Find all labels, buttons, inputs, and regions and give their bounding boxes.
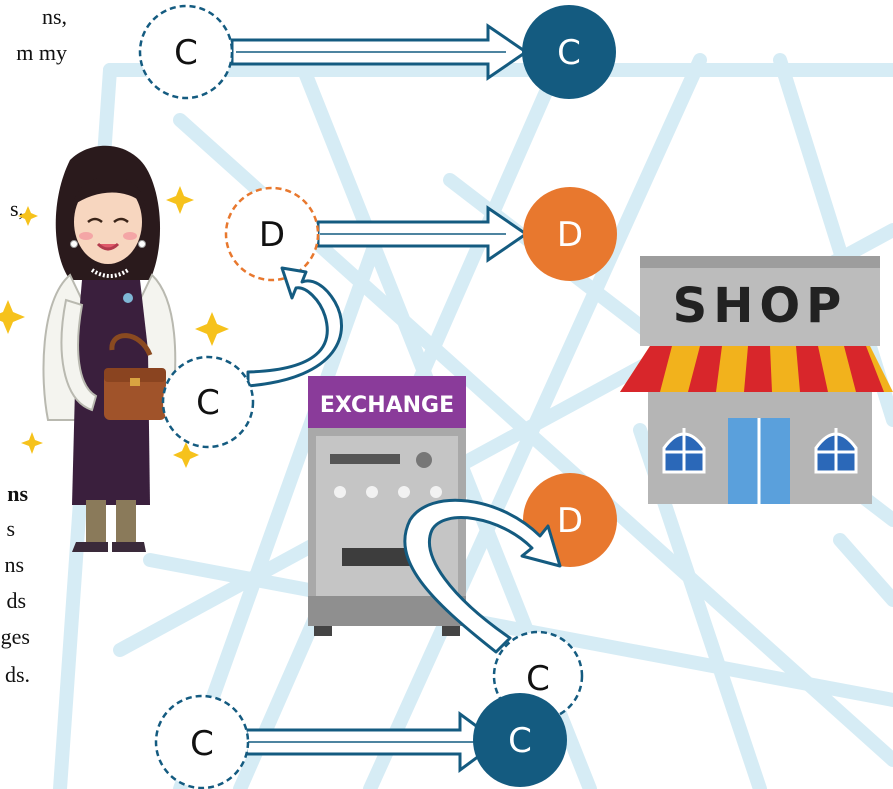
arrow-middle xyxy=(316,205,529,263)
token-solid-c-top: C xyxy=(522,5,616,99)
token-solid-d-middle: D xyxy=(523,187,617,281)
token-dashed-d-middle: D xyxy=(224,186,320,282)
text-fragment-5: s xyxy=(6,516,15,541)
text-fragment-7: ds xyxy=(6,588,26,613)
svg-text:C: C xyxy=(190,724,214,764)
sparkle-decorations xyxy=(0,186,229,468)
text-fragment-8: ges xyxy=(0,624,30,649)
text-fragment-6: ns xyxy=(4,552,24,577)
svg-text:C: C xyxy=(557,33,581,73)
woman-illustration xyxy=(42,145,177,552)
text-fragment-2: m my xyxy=(16,40,67,65)
token-solid-c-bottom: C xyxy=(473,693,567,787)
shop-building: SHOP xyxy=(620,256,893,504)
svg-text:C: C xyxy=(526,659,550,699)
svg-text:C: C xyxy=(196,383,220,423)
arrow-top xyxy=(230,23,529,81)
text-fragment-3: s, xyxy=(9,196,24,221)
token-dashed-c-bottom: C xyxy=(154,694,250,789)
svg-text:D: D xyxy=(259,215,285,255)
curved-arrow-exchange xyxy=(403,498,562,654)
exchange-label: EXCHANGE xyxy=(320,393,454,418)
text-fragment-1: ns, xyxy=(41,4,67,29)
svg-text:C: C xyxy=(508,721,532,761)
text-fragment-4: ns xyxy=(7,481,28,506)
token-dashed-c-person: C xyxy=(161,355,255,449)
text-fragment-9: ds. xyxy=(4,662,30,687)
svg-text:D: D xyxy=(557,501,583,541)
token-dashed-c-top: C xyxy=(138,4,234,100)
curved-arrow-conversion xyxy=(246,266,343,388)
arrow-bottom xyxy=(244,711,501,773)
svg-text:C: C xyxy=(174,33,198,73)
shop-sign: SHOP xyxy=(673,278,848,334)
svg-text:D: D xyxy=(557,215,583,255)
